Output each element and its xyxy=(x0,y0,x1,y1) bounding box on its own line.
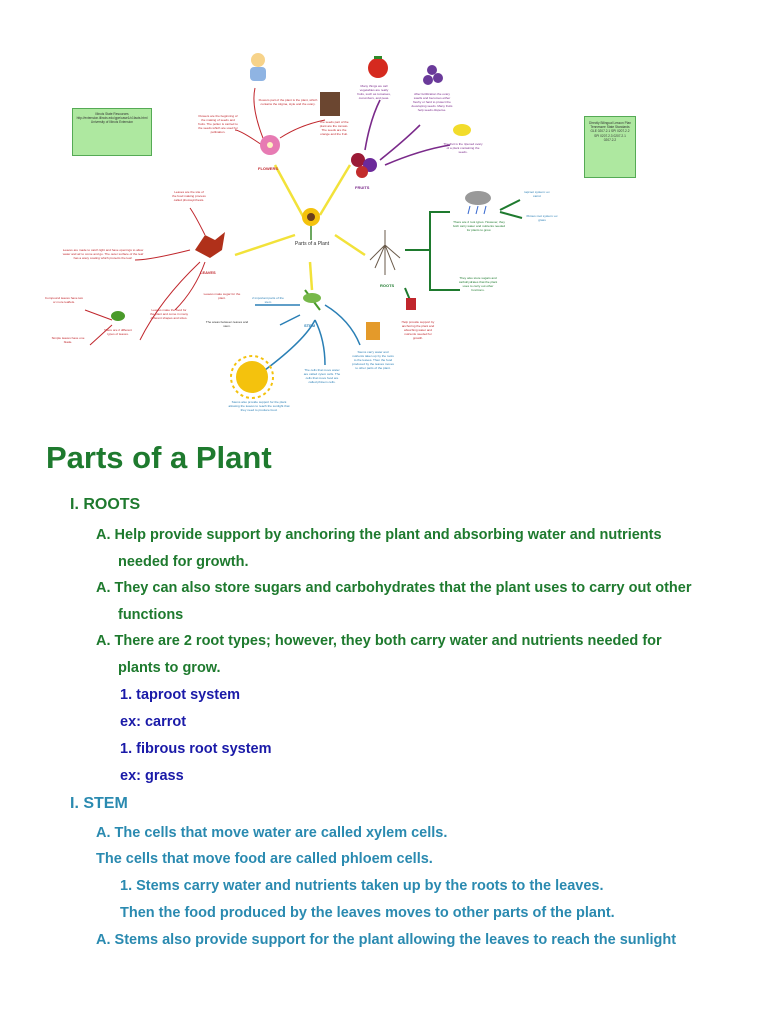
leaves-label: LEAVES xyxy=(200,270,216,275)
note-leaves-types: There are 2 different types of leaves. xyxy=(104,328,132,336)
standards-box: Directly Bilingual Lesson Plan Tennessee… xyxy=(584,116,636,178)
fruit-basket-icon xyxy=(351,153,377,178)
roots-point-a1: A. Help provide support by anchoring the… xyxy=(96,527,662,543)
roots-point-a3: A. There are 2 root types; however, they… xyxy=(96,633,662,649)
roots-point-a3-cont: plants to grow. xyxy=(118,660,221,676)
note-stem-two: 2 important parts of the stem xyxy=(252,296,284,304)
stem-sub-1: 1. Stems carry water and nutrients taken… xyxy=(120,878,604,894)
note-stem-support: Stems also provide support for the plant… xyxy=(228,400,290,412)
note-fruit-veg: Many things we call vegetables are reall… xyxy=(357,84,391,100)
small-leaf-icon xyxy=(111,311,125,321)
note-leaves-top: Leaves are the site of the food making p… xyxy=(172,190,206,202)
roots-sub-fibrous-example: ex: grass xyxy=(120,768,184,784)
sunflower-center-icon xyxy=(302,208,320,240)
flowers-label: FLOWERS xyxy=(258,166,278,171)
tomato-icon xyxy=(368,56,388,78)
stem-point-a1-cont: The cells that move food are called phlo… xyxy=(96,851,433,867)
stem-label: STEM xyxy=(304,323,316,328)
grapes-icon xyxy=(423,65,443,85)
fern-leaf-icon xyxy=(303,289,321,311)
section-heading-roots: I. ROOTS xyxy=(70,496,141,513)
juice-carton-icon xyxy=(366,322,380,340)
sun-icon xyxy=(230,355,274,399)
oak-leaf-icon xyxy=(195,232,225,258)
stem-sub-1-cont: Then the food produced by the leaves mov… xyxy=(120,905,615,921)
stem-point-a1: A. The cells that move water are called … xyxy=(96,825,448,841)
note-leaves-food: Leaves make the food for the plant and c… xyxy=(150,308,189,320)
roots-point-a1-cont: needed for growth. xyxy=(118,554,249,570)
resources-box: Illinois State Resources http://extensio… xyxy=(72,108,152,156)
concept-map: Illinois State Resources http://extensio… xyxy=(0,0,768,440)
roots-sub-taproot: 1. taproot system xyxy=(120,687,241,703)
roots-sub-fibrous: 1. fibrous root system xyxy=(120,741,272,757)
note-roots-store: They also store sugars and carbohydrates… xyxy=(458,276,498,292)
note-fruit-fruit: The fruit is the ripened ovary of a plan… xyxy=(443,142,483,154)
roots-point-a2-cont: functions xyxy=(118,607,184,623)
note-flower-main: Flowers part of the plant is the plant, … xyxy=(258,98,318,106)
stem-point-a2: A. Stems also provide support for the pl… xyxy=(96,932,677,948)
note-roots-taproot: taproot system: ex carrot xyxy=(524,190,550,198)
center-label: Parts of a Plant xyxy=(294,241,330,247)
girl-figure-icon xyxy=(250,53,266,81)
lemon-icon xyxy=(453,124,471,136)
note-stem-between: The areas between leaves and stem. xyxy=(205,320,249,328)
note-flower-pollen: Flowers are the beginning of the making … xyxy=(198,114,238,134)
roots-icon xyxy=(369,230,401,275)
note-fruit-after: After fertilization the ovary swells and… xyxy=(411,92,453,112)
boy-figure-icon xyxy=(320,92,340,116)
fruit-connectors xyxy=(364,99,451,166)
note-fruit-seed: The seeds part of the plant are the toma… xyxy=(319,120,349,136)
roots-point-a2: A. They can also store sugars and carboh… xyxy=(96,580,692,596)
lily-flower-icon xyxy=(260,135,280,155)
note-roots-support: Help provide support by anchoring the pl… xyxy=(401,320,435,340)
fruits-label: FRUITS xyxy=(355,185,370,190)
note-stem-xylem: The cells that move water are called xyl… xyxy=(303,368,341,384)
stem-connectors xyxy=(255,304,361,371)
concept-map-graphics xyxy=(84,53,523,399)
page-title: Parts of a Plant xyxy=(46,440,272,475)
note-leaves-compound: Compound leaves have two or more leaflet… xyxy=(44,296,84,304)
note-leaves-light: Leaves are made to catch light and have … xyxy=(62,248,144,260)
center-spokes xyxy=(234,164,366,291)
leaves-connectors xyxy=(84,207,206,346)
note-leaves-simple: Simple leaves have one blade. xyxy=(51,336,85,344)
roots-sub-taproot-example: ex: carrot xyxy=(120,714,187,730)
roots-label: ROOTS xyxy=(380,283,395,288)
note-roots-types: There are 2 root types. However, they bo… xyxy=(452,220,506,232)
note-leaves-sugar: Leaves make sugar for the plant. xyxy=(203,292,241,300)
section-heading-stem: I. STEM xyxy=(70,795,128,812)
note-stem-carry: Stems carry water and nutrients taken up… xyxy=(352,350,394,370)
sprout-pot-icon xyxy=(406,298,416,310)
rain-cloud-icon xyxy=(465,191,491,215)
note-roots-fibrous: fibrous root system: ex grass xyxy=(526,214,558,222)
